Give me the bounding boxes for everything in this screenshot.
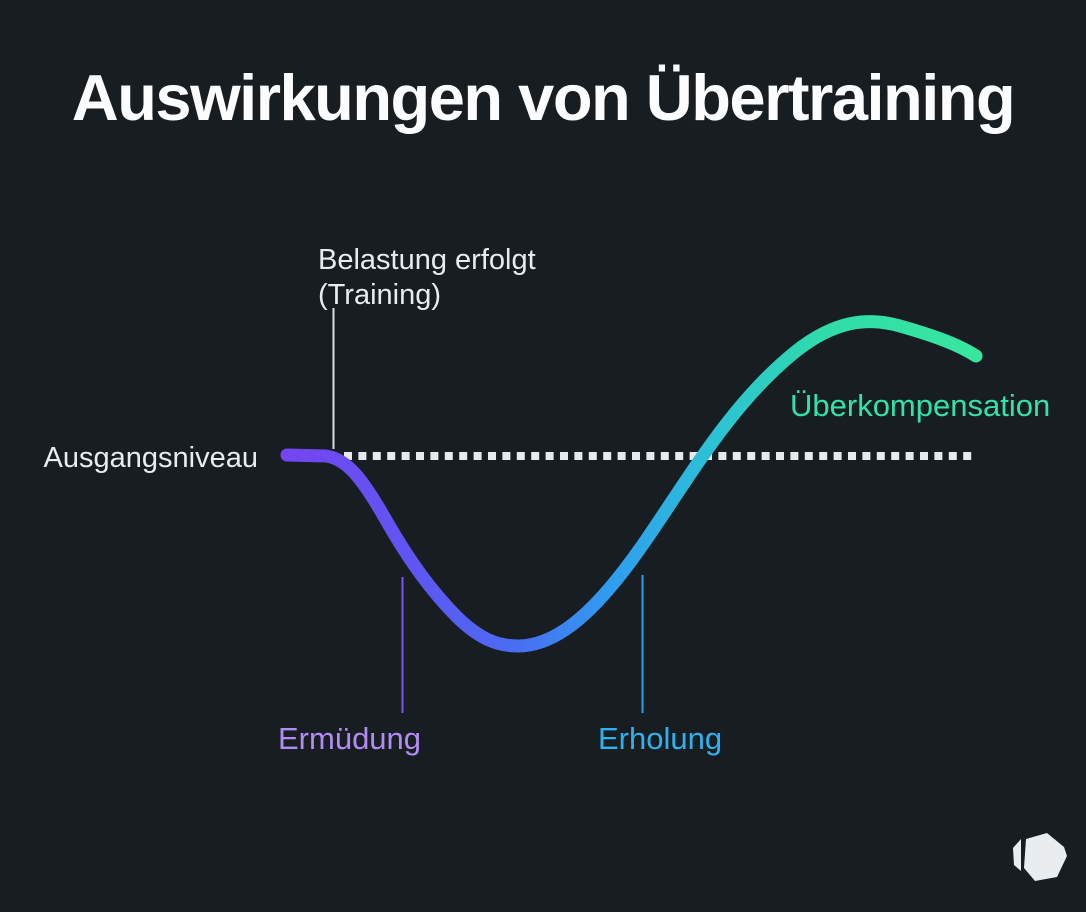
fatigue-phase-label: Ermüdung [278,721,422,756]
brand-logo-icon [1013,833,1067,881]
brand-logo-hexagon [1024,833,1067,881]
supercompensation-phase-label: Überkompensation [790,388,1051,423]
baseline-label: Ausgangsniveau [43,442,258,474]
recovery-phase-label: Erholung [598,721,723,756]
stimulus-annotation: Belastung erfolgt (Training) [318,243,536,313]
stimulus-annotation-line1: Belastung erfolgt [318,244,536,276]
page-title: Auswirkungen von Übertraining [71,61,1016,134]
performance-curve [280,315,983,653]
brand-logo-sliver [1013,839,1021,871]
stimulus-annotation-line2: (Training) [318,279,442,311]
